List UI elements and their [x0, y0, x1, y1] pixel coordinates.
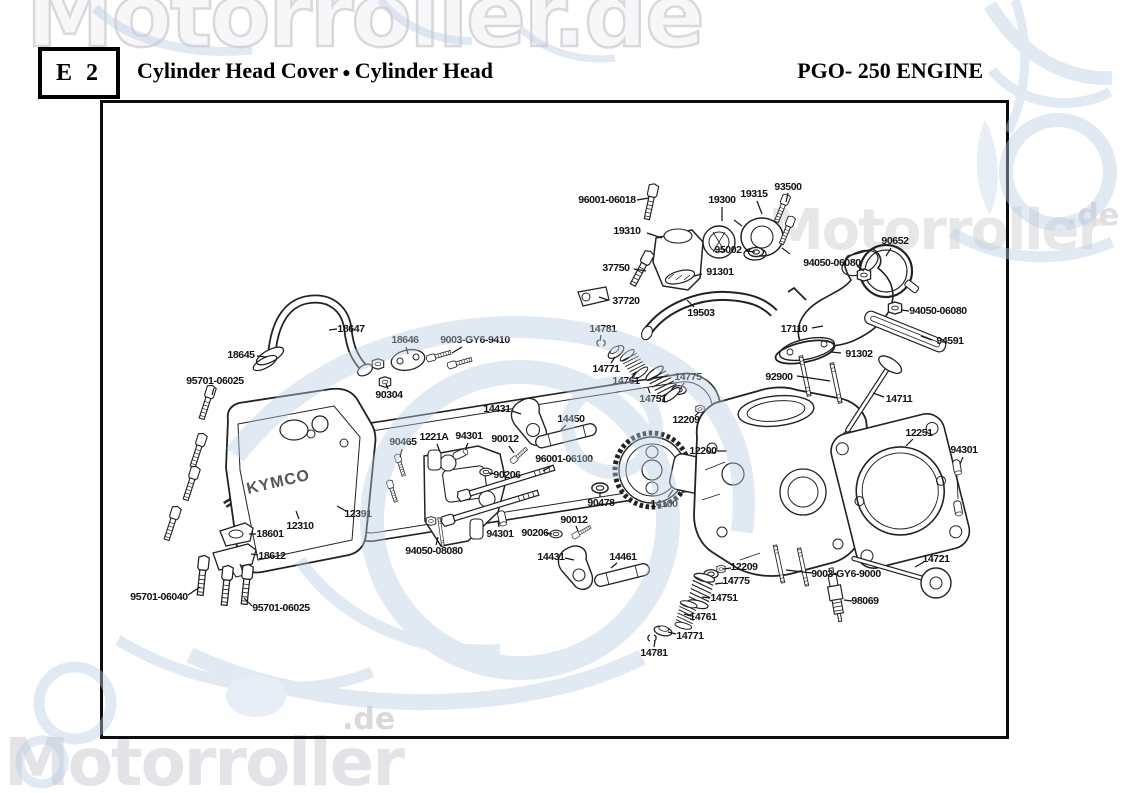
title-separator-dot: ●	[342, 66, 351, 81]
diagram-frame	[100, 100, 1009, 739]
page-title: Cylinder Head Cover●Cylinder Head	[137, 58, 493, 84]
watermark-brand-bottom: Motorroller	[4, 724, 405, 793]
engine-model-title: PGO- 250 ENGINE	[797, 58, 983, 83]
watermark-brand-top: Motorroller.de	[25, 0, 706, 68]
title-right: Cylinder Head	[354, 58, 494, 83]
watermark-domain-right: .de	[1066, 198, 1120, 233]
watermark-domain-bottom: .de	[342, 702, 396, 737]
section-code-box: E 2	[38, 47, 120, 99]
title-left: Cylinder Head Cover	[137, 58, 339, 83]
